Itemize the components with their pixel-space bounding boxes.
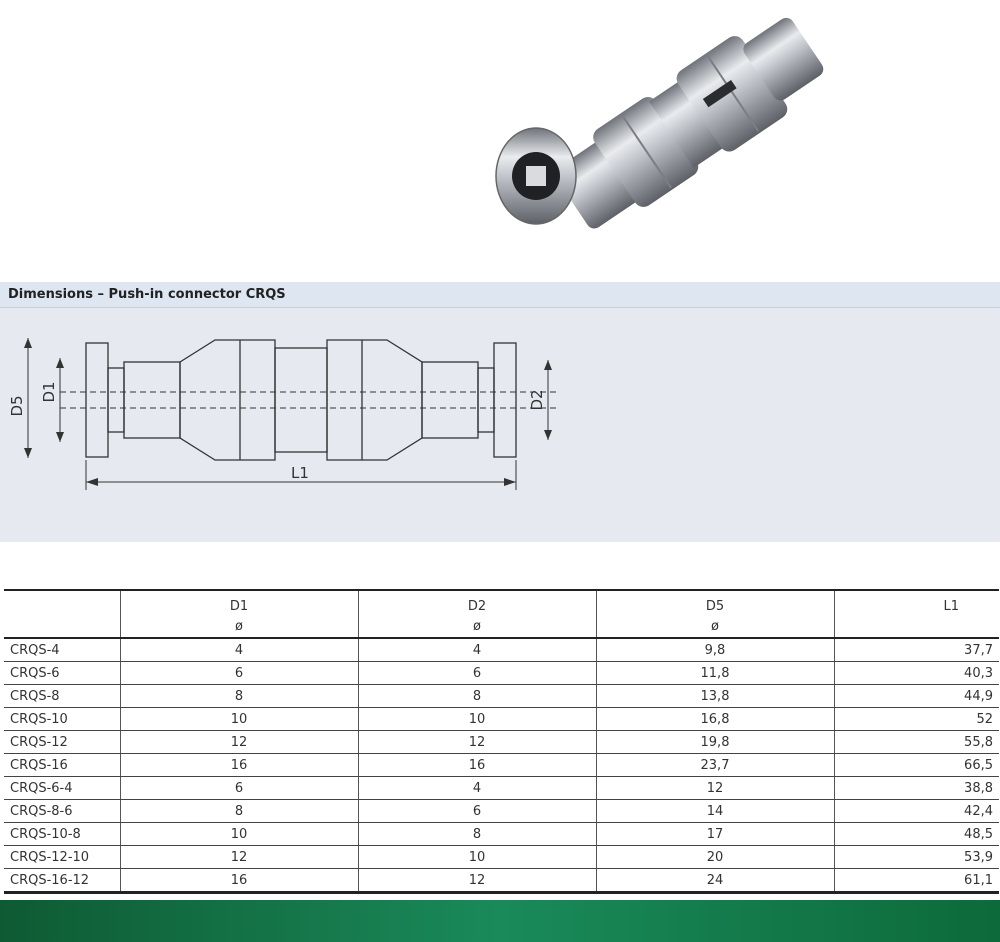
table-cell: 12: [357, 868, 596, 894]
table-cell: 53,9: [833, 845, 999, 869]
column-header-unit: ø: [473, 619, 481, 634]
table-cell: 8: [119, 799, 358, 823]
d1-label: D1: [40, 381, 58, 402]
column-header-label: D1: [229, 599, 249, 614]
table-cell: 16,8: [595, 707, 834, 731]
column-header-unit: ø: [711, 619, 719, 634]
table-cell: 40,3: [833, 661, 999, 685]
table-header: D1 ø D2 ø D5 ø L1: [4, 589, 999, 639]
column-header: D5 ø: [595, 589, 834, 639]
table-cell: 6: [119, 661, 358, 685]
table-cell: CRQS-12: [4, 730, 120, 754]
column-header-unit: ø: [235, 619, 243, 634]
table-cell: CRQS-10: [4, 707, 120, 731]
table-cell: 14: [595, 799, 834, 823]
column-header: L1: [833, 589, 999, 639]
table-cell: 23,7: [595, 753, 834, 777]
table-cell: CRQS-8-6: [4, 799, 120, 823]
d5-label: D5: [8, 395, 26, 416]
table-cell: 12: [119, 730, 358, 754]
table-cell: 12: [595, 776, 834, 800]
column-header: D1 ø: [119, 589, 358, 639]
table-cell: 9,8: [595, 638, 834, 662]
table-cell: 10: [357, 707, 596, 731]
table-cell: 66,5: [833, 753, 999, 777]
table-cell: 16: [357, 753, 596, 777]
l1-label: L1: [291, 464, 309, 482]
table-cell: 13,8: [595, 684, 834, 708]
table-cell: 4: [357, 638, 596, 662]
table-cell: 24: [595, 868, 834, 894]
table-cell: 8: [357, 684, 596, 708]
table-cell: 17: [595, 822, 834, 846]
table-cell: CRQS-4: [4, 638, 120, 662]
table-cell: 8: [357, 822, 596, 846]
table-cell: 52: [833, 707, 999, 731]
table-cell: 37,7: [833, 638, 999, 662]
table-cell: CRQS-6-4: [4, 776, 120, 800]
table-cell: 12: [119, 845, 358, 869]
table-cell: CRQS-12-10: [4, 845, 120, 869]
column-header: [4, 589, 120, 639]
technical-drawing: D5 D1 D2 L1: [8, 338, 560, 490]
table-cell: 6: [357, 799, 596, 823]
table-cell: 20: [595, 845, 834, 869]
footer-bar: [0, 900, 1000, 942]
table-cell: 6: [357, 661, 596, 685]
column-header: D2 ø: [357, 589, 596, 639]
table-cell: CRQS-10-8: [4, 822, 120, 846]
table-cell: CRQS-6: [4, 661, 120, 685]
dimensions-title: Dimensions – Push-in connector CRQS: [0, 282, 1000, 308]
table-cell: 48,5: [833, 822, 999, 846]
table-cell: CRQS-8: [4, 684, 120, 708]
dimensions-panel: Dimensions – Push-in connector CRQS: [0, 282, 1000, 542]
table-cell: 8: [119, 684, 358, 708]
table-cell: 16: [119, 868, 358, 894]
table-cell: 10: [119, 707, 358, 731]
table-cell: 4: [357, 776, 596, 800]
table-cell: 4: [119, 638, 358, 662]
table-cell: 6: [119, 776, 358, 800]
column-header-label: L1: [943, 599, 959, 614]
table-cell: 10: [119, 822, 358, 846]
table-cell: CRQS-16: [4, 753, 120, 777]
table-cell: 44,9: [833, 684, 999, 708]
table-cell: 42,4: [833, 799, 999, 823]
table-cell: 55,8: [833, 730, 999, 754]
d2-label: D2: [528, 389, 546, 410]
table-cell: 10: [357, 845, 596, 869]
table-cell: 11,8: [595, 661, 834, 685]
product-photo: [495, 17, 824, 229]
table-cell: 61,1: [833, 868, 999, 894]
table-cell: 12: [357, 730, 596, 754]
table-cell: CRQS-16-12: [4, 868, 120, 894]
column-header-label: D2: [467, 599, 487, 614]
table-cell: 16: [119, 753, 358, 777]
table-cell: 19,8: [595, 730, 834, 754]
table-cell: 38,8: [833, 776, 999, 800]
column-header-label: D5: [705, 599, 725, 614]
